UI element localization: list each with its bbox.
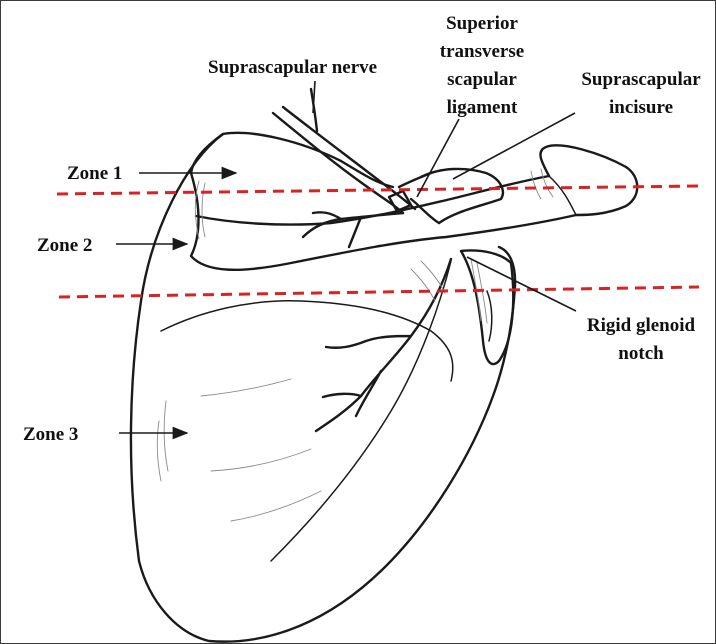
nerve-branch-supraspinous xyxy=(303,212,403,247)
scapula-body-outline xyxy=(131,134,515,642)
ligament-band xyxy=(399,173,439,223)
zone-divider-upper xyxy=(57,186,699,194)
suprascapular-nerve xyxy=(273,113,403,213)
label-suprascapular-incisure-line1: Suprascapular xyxy=(581,69,701,90)
acromion-outline xyxy=(540,145,637,215)
leader-rigid-glenoid-notch xyxy=(467,257,576,311)
glenoid-inner xyxy=(487,291,492,341)
label-zone2: Zone 2 xyxy=(37,235,92,256)
label-rigid-glenoid-notch-line2: notch xyxy=(618,343,664,364)
label-superior-ligament-line3: scapular xyxy=(447,69,517,90)
scapular-spine-top xyxy=(191,134,223,173)
acromion-edge xyxy=(549,176,576,215)
label-zone3: Zone 3 xyxy=(23,424,78,445)
label-suprascapular-nerve: Suprascapular nerve xyxy=(208,57,377,78)
infraspinous-ridge xyxy=(161,301,453,381)
label-superior-ligament-line2: transverse xyxy=(440,41,524,62)
nerve-branch-infraspinous xyxy=(316,259,451,431)
label-suprascapular-incisure-line2: incisure xyxy=(609,97,673,118)
leader-superior-ligament xyxy=(417,119,459,197)
scapular-spine-upper xyxy=(191,173,576,270)
label-zone1: Zone 1 xyxy=(67,163,122,184)
label-rigid-glenoid-notch-line1: Rigid glenoid xyxy=(587,315,696,336)
zone-divider-lower xyxy=(59,287,699,297)
label-superior-ligament-line4: ligament xyxy=(447,97,518,118)
label-superior-ligament-line1: Superior xyxy=(446,13,518,34)
lateral-border xyxy=(271,261,451,561)
